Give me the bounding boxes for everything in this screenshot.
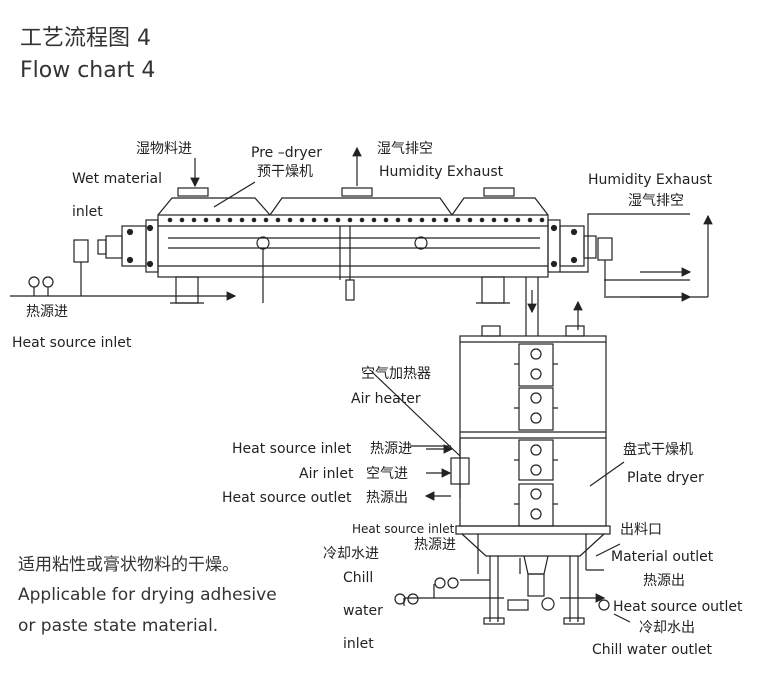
- wet-material-label-cn: 湿物料进: [136, 141, 192, 157]
- chill-outlet-label-en: Chill water outlet: [592, 642, 713, 658]
- wet-material-label-en-1: Wet material: [72, 171, 163, 187]
- hs-outlet-label-en: Heat source outlet: [222, 490, 352, 506]
- chill-inlet-label-en-1: Chill: [343, 570, 374, 586]
- application-note-en-2: or paste state material.: [18, 616, 219, 636]
- heat-source-inlet-label-cn: 热源进: [26, 304, 68, 320]
- humidity-top-label-en: Humidity Exhaust: [379, 164, 504, 180]
- humidity-right-label-en: Humidity Exhaust: [588, 172, 713, 188]
- application-note-en-1: Applicable for drying adhesive: [18, 585, 277, 605]
- air-heater-label-cn: 空气加热器: [361, 366, 431, 382]
- hs-inlet-label-cn: 热源进: [370, 441, 412, 457]
- air-heater-label-en: Air heater: [351, 391, 421, 407]
- humidity-top-label-cn: 湿气排空: [377, 141, 433, 157]
- predryer-label-en: Pre –dryer: [251, 145, 323, 161]
- air-inlet-label-en: Air inlet: [299, 466, 354, 482]
- material-outlet-label-cn: 出料口: [620, 522, 662, 538]
- plate-dryer-label-cn: 盘式干燥机: [623, 442, 693, 458]
- humidity-right-label-cn: 湿气排空: [628, 193, 684, 209]
- hs-inlet-small-label-en: Heat source inlet: [352, 522, 455, 536]
- hs-inlet-small-label-cn: 热源进: [414, 537, 456, 553]
- pre-dryer-vessel: [157, 187, 549, 304]
- plate-dryer-vessel: [455, 325, 611, 625]
- application-note-cn: 适用粘性或膏状物料的干燥。: [18, 555, 239, 575]
- title-english: Flow chart 4: [20, 58, 156, 83]
- hs-inlet-label-en: Heat source inlet: [232, 441, 352, 457]
- wet-material-label-en-2: inlet: [72, 204, 103, 220]
- hs-outlet-bottom-label-en: Heat source outlet: [613, 599, 743, 615]
- chill-inlet-label-en-3: inlet: [343, 636, 374, 652]
- chill-outlet-label-cn: 冷却水出: [639, 620, 695, 636]
- chill-inlet-label-en-2: water: [343, 603, 383, 619]
- hs-outlet-label-cn: 热源出: [366, 490, 408, 506]
- material-outlet-label-en: Material outlet: [611, 549, 714, 565]
- chill-inlet-label-cn: 冷却水进: [323, 546, 379, 562]
- title-chinese: 工艺流程图 4: [20, 26, 151, 51]
- left-drive-unit: [73, 219, 159, 296]
- predryer-label-cn: 预干燥机: [257, 164, 313, 180]
- right-drive-unit: [547, 219, 613, 296]
- plate-dryer-label-en: Plate dryer: [627, 470, 704, 486]
- flange-bolts: [167, 217, 545, 223]
- hs-outlet-bottom-label-cn: 热源出: [643, 573, 685, 589]
- heat-source-inlet-label-en: Heat source inlet: [12, 335, 132, 351]
- air-inlet-label-cn: 空气进: [366, 466, 408, 482]
